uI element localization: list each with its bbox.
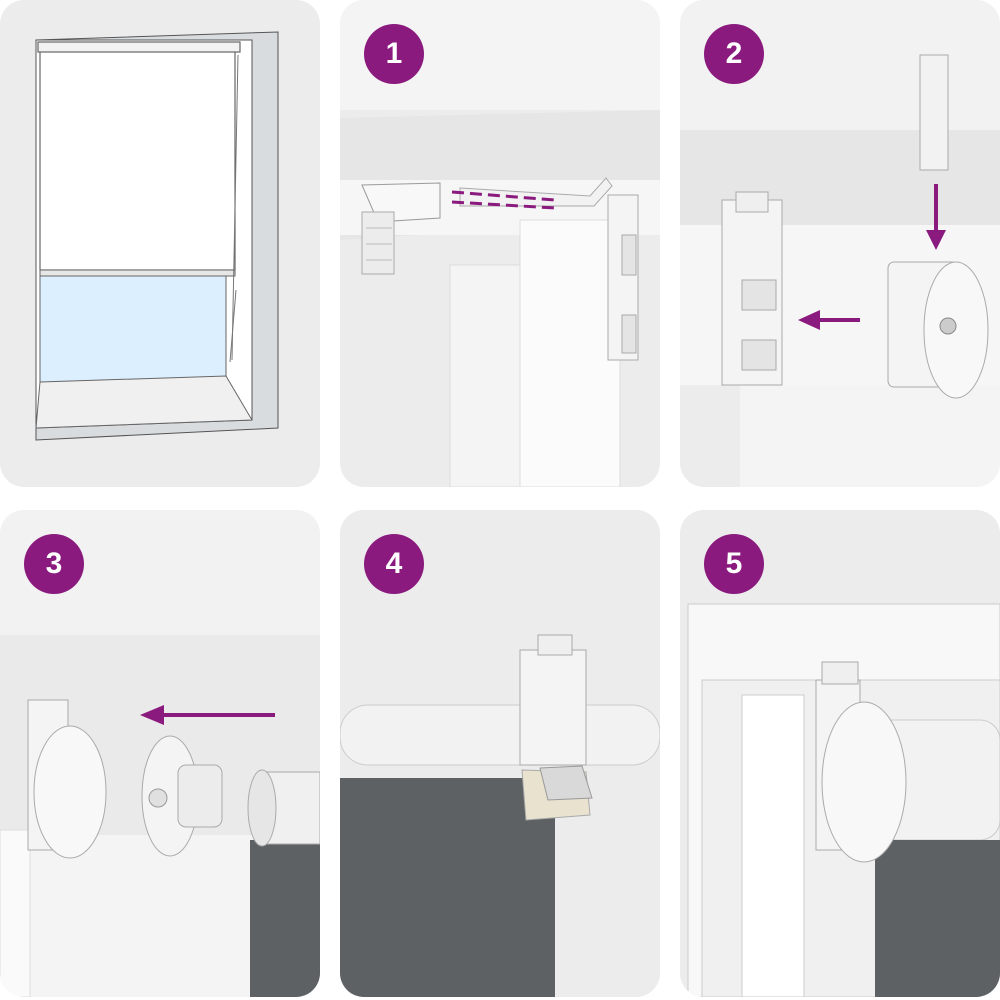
cassette-end: [519, 649, 587, 766]
step-1-badge: 1: [364, 24, 424, 84]
blind-fabric: [39, 44, 236, 271]
roller-insert-icon: [0, 510, 320, 997]
step-5-panel: 5: [680, 510, 1000, 997]
step-3-panel: 3: [0, 510, 320, 997]
clip-snap-icon: [340, 0, 660, 487]
step-4-panel: 4: [340, 510, 660, 997]
step-2-panel: 2: [680, 0, 1000, 487]
blind-cassette: [37, 41, 241, 53]
step-1-panel: 1: [340, 0, 660, 487]
step-4-badge: 4: [364, 534, 424, 594]
window-blind-illustration: [35, 31, 279, 441]
end-cap: [33, 725, 107, 859]
step-5-badge: 5: [704, 534, 764, 594]
step-2-badge: 2: [704, 24, 764, 84]
step-3-badge: 3: [24, 534, 84, 594]
roller-tube: [340, 704, 660, 766]
end-cap: [821, 701, 907, 863]
blind-fabric: [340, 778, 555, 997]
window-glass: [39, 275, 227, 383]
bracket-attach-icon: [680, 0, 1000, 487]
blind-fabric: [250, 840, 320, 997]
hook-clip: [919, 54, 949, 171]
blind-fabric: [875, 840, 1000, 997]
overview-panel: [0, 0, 320, 487]
